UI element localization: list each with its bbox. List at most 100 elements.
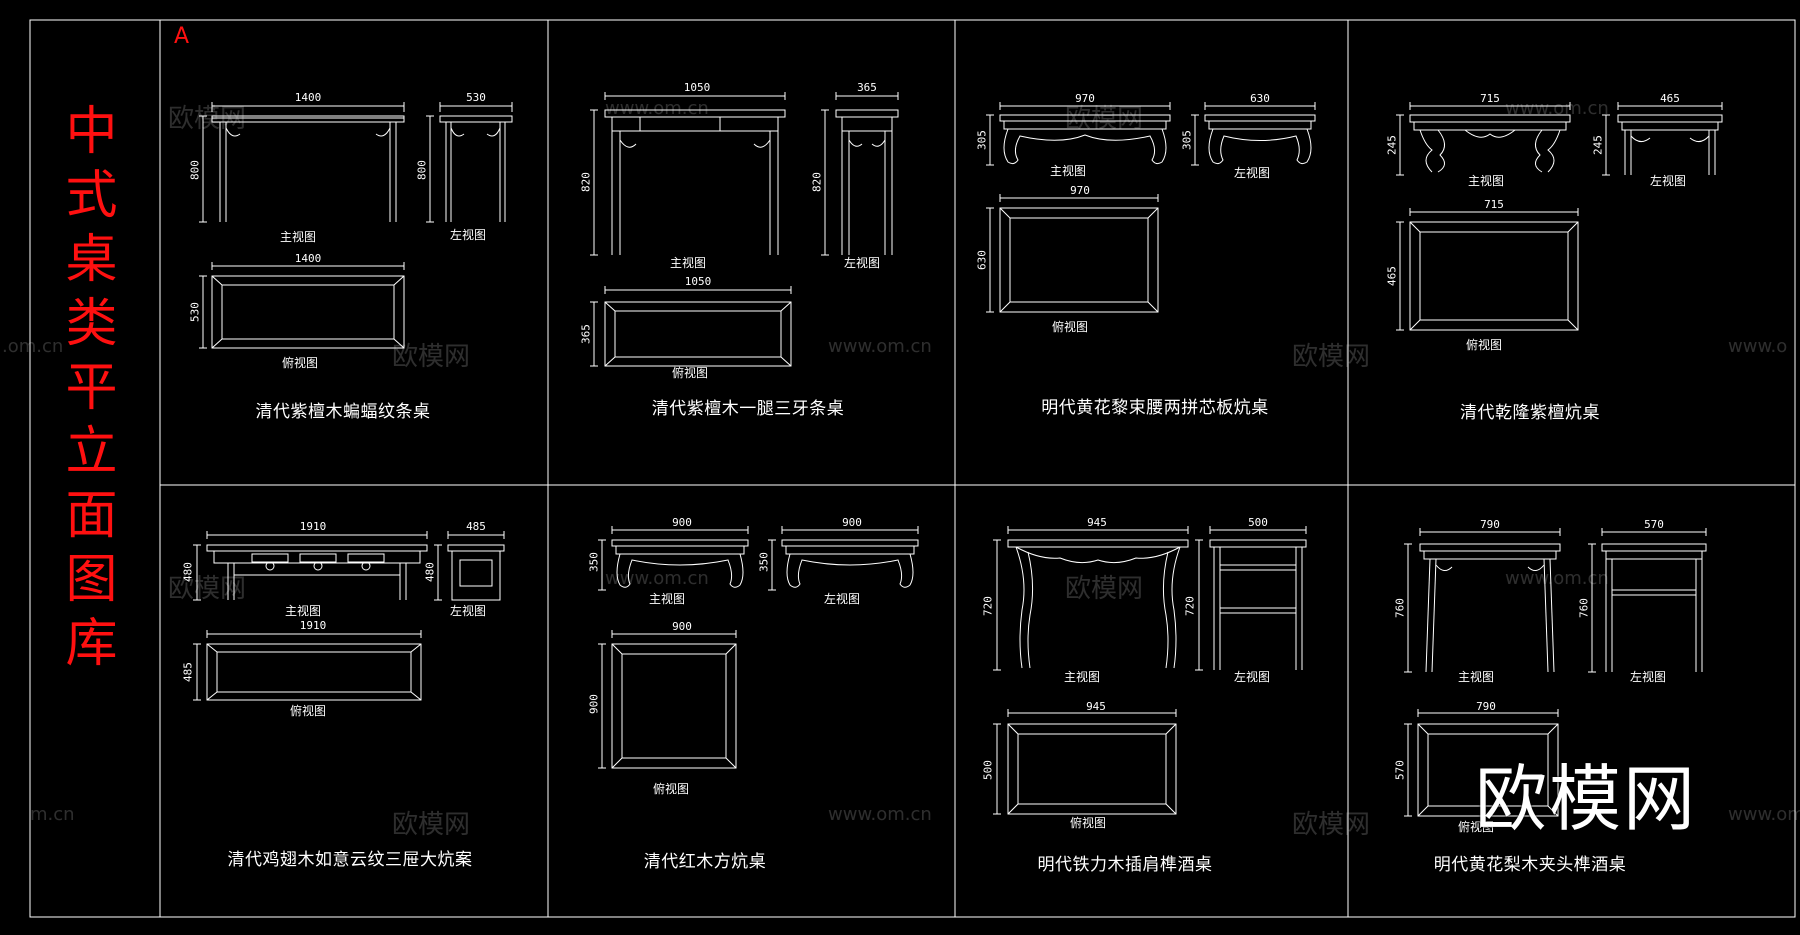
label-front-view: 主视图: [1467, 174, 1505, 188]
dim-front-height: 760: [1393, 598, 1407, 618]
title-char: 库: [65, 614, 118, 674]
table-name: 明代铁力木插肩榫酒桌: [1037, 855, 1213, 875]
dim-side-width: 900: [842, 516, 862, 529]
table-8-drawing: [1404, 528, 1707, 817]
title-char: 类: [65, 294, 118, 354]
table-name: 清代红木方炕桌: [643, 852, 767, 872]
watermark-brand: 欧模网: [168, 104, 247, 134]
dim-front-height: 800: [188, 160, 202, 180]
dim-side-height: 245: [1591, 135, 1605, 155]
dim-side-height: 305: [1180, 130, 1194, 150]
label-front-view: 主视图: [284, 604, 322, 618]
dim-top-depth: 485: [181, 662, 195, 682]
outer-frame: [29, 19, 1796, 918]
dim-top-depth: 500: [981, 760, 995, 780]
label-front-view: 主视图: [1457, 670, 1495, 684]
table-1-drawing: [199, 102, 513, 349]
dim-top-width: 1400: [294, 252, 322, 265]
dim-top-depth: 465: [1385, 266, 1399, 286]
dim-top-width: 1910: [299, 619, 327, 632]
dim-top-width: 970: [1070, 184, 1090, 197]
dim-front-width: 1910: [299, 520, 327, 533]
table-name: 清代紫檀木蝙蝠纹条桌: [255, 402, 431, 422]
brand-watermark-large: 欧模网: [1475, 757, 1698, 841]
watermark-url: www.om.cn: [828, 804, 932, 825]
dim-front-width: 1050: [683, 81, 711, 94]
table-4-drawing: [1396, 102, 1723, 331]
table-name: 明代黄花梨木夹头榫酒桌: [1433, 855, 1627, 875]
watermark-url: www.om.cn: [1505, 568, 1609, 589]
watermark-brand: 欧模网: [1065, 104, 1144, 134]
dim-top-depth: 365: [579, 324, 593, 344]
watermark-brand: 欧模网: [168, 574, 247, 604]
dim-top-width: 715: [1484, 198, 1504, 211]
dim-top-depth: 570: [1393, 760, 1407, 780]
dim-top-width: 900: [672, 620, 692, 633]
dim-front-width: 900: [672, 516, 692, 529]
label-side-view: 左视图: [1629, 670, 1667, 684]
label-top-view: 俯视图: [1069, 816, 1107, 830]
table-5-drawing: [193, 531, 505, 701]
dim-side-width: 500: [1248, 516, 1268, 529]
label-front-view: 主视图: [669, 256, 707, 270]
label-top-view: 俯视图: [1051, 320, 1089, 334]
dim-front-width: 715: [1480, 92, 1500, 105]
dim-side-width: 365: [857, 81, 877, 94]
sheet-title: 中 式 桌 类 平 立 面 图 库: [54, 100, 129, 676]
label-front-view: 主视图: [1063, 670, 1101, 684]
table-name: 清代鸡翅木如意云纹三屉大炕案: [227, 850, 473, 870]
table-name: 明代黄花黎束腰两拼芯板炕桌: [1041, 398, 1269, 418]
dim-top-depth: 900: [587, 694, 601, 714]
watermark-url: m.cn: [30, 804, 75, 825]
title-char: 图: [65, 550, 118, 610]
label-front-view: 主视图: [279, 230, 317, 244]
dim-front-width: 970: [1075, 92, 1095, 105]
watermark-url: www.om.cn: [605, 98, 709, 119]
watermark-brand: 欧模网: [1065, 574, 1144, 604]
table-name: 清代紫檀木一腿三牙条桌: [651, 399, 845, 419]
dim-side-width: 485: [466, 520, 486, 533]
dim-side-height: 820: [810, 172, 824, 192]
dim-side-height: 480: [423, 562, 437, 582]
label-side-view: 左视图: [449, 604, 487, 618]
watermark-brand: 欧模网: [392, 342, 471, 372]
label-side-view: 左视图: [1233, 670, 1271, 684]
watermark-url: .om.cn: [2, 336, 64, 357]
dim-side-height: 800: [415, 160, 429, 180]
label-top-view: 俯视图: [1457, 820, 1495, 834]
label-front-view: 主视图: [1049, 164, 1087, 178]
watermark-url: www.o: [1728, 336, 1788, 357]
table-name: 清代乾隆紫檀炕桌: [1460, 403, 1600, 423]
dim-side-width: 465: [1660, 92, 1680, 105]
label-top-view: 俯视图: [671, 366, 709, 380]
watermark-brand: 欧模网: [1292, 810, 1371, 840]
dim-top-width: 790: [1476, 700, 1496, 713]
dim-top-depth: 530: [188, 302, 202, 322]
dim-side-height: 720: [1183, 596, 1197, 616]
title-char: 式: [65, 166, 118, 226]
label-top-view: 俯视图: [281, 356, 319, 370]
title-char: 桌: [65, 230, 118, 290]
title-char: 平: [65, 358, 118, 418]
dim-front-width: 1400: [294, 91, 322, 104]
label-side-view: 左视图: [843, 256, 881, 270]
dim-front-height: 820: [579, 172, 593, 192]
dim-top-depth: 630: [975, 250, 989, 270]
dim-front-height: 480: [181, 562, 195, 582]
dim-front-width: 790: [1480, 518, 1500, 531]
dim-front-width: 945: [1087, 516, 1107, 529]
title-char: 中: [65, 102, 118, 162]
label-top-view: 俯视图: [652, 782, 690, 796]
label-side-view: 左视图: [449, 228, 487, 242]
label-top-view: 俯视图: [1465, 338, 1503, 352]
label-front-view: 主视图: [648, 592, 686, 606]
table-3-drawing: [986, 102, 1316, 313]
dim-side-height: 760: [1577, 598, 1591, 618]
dim-front-height: 305: [975, 130, 989, 150]
table-6-drawing: [598, 526, 919, 769]
dim-front-height: 245: [1385, 135, 1399, 155]
table-7-drawing: [993, 526, 1307, 815]
watermark-url: www.om.cn: [605, 568, 709, 589]
